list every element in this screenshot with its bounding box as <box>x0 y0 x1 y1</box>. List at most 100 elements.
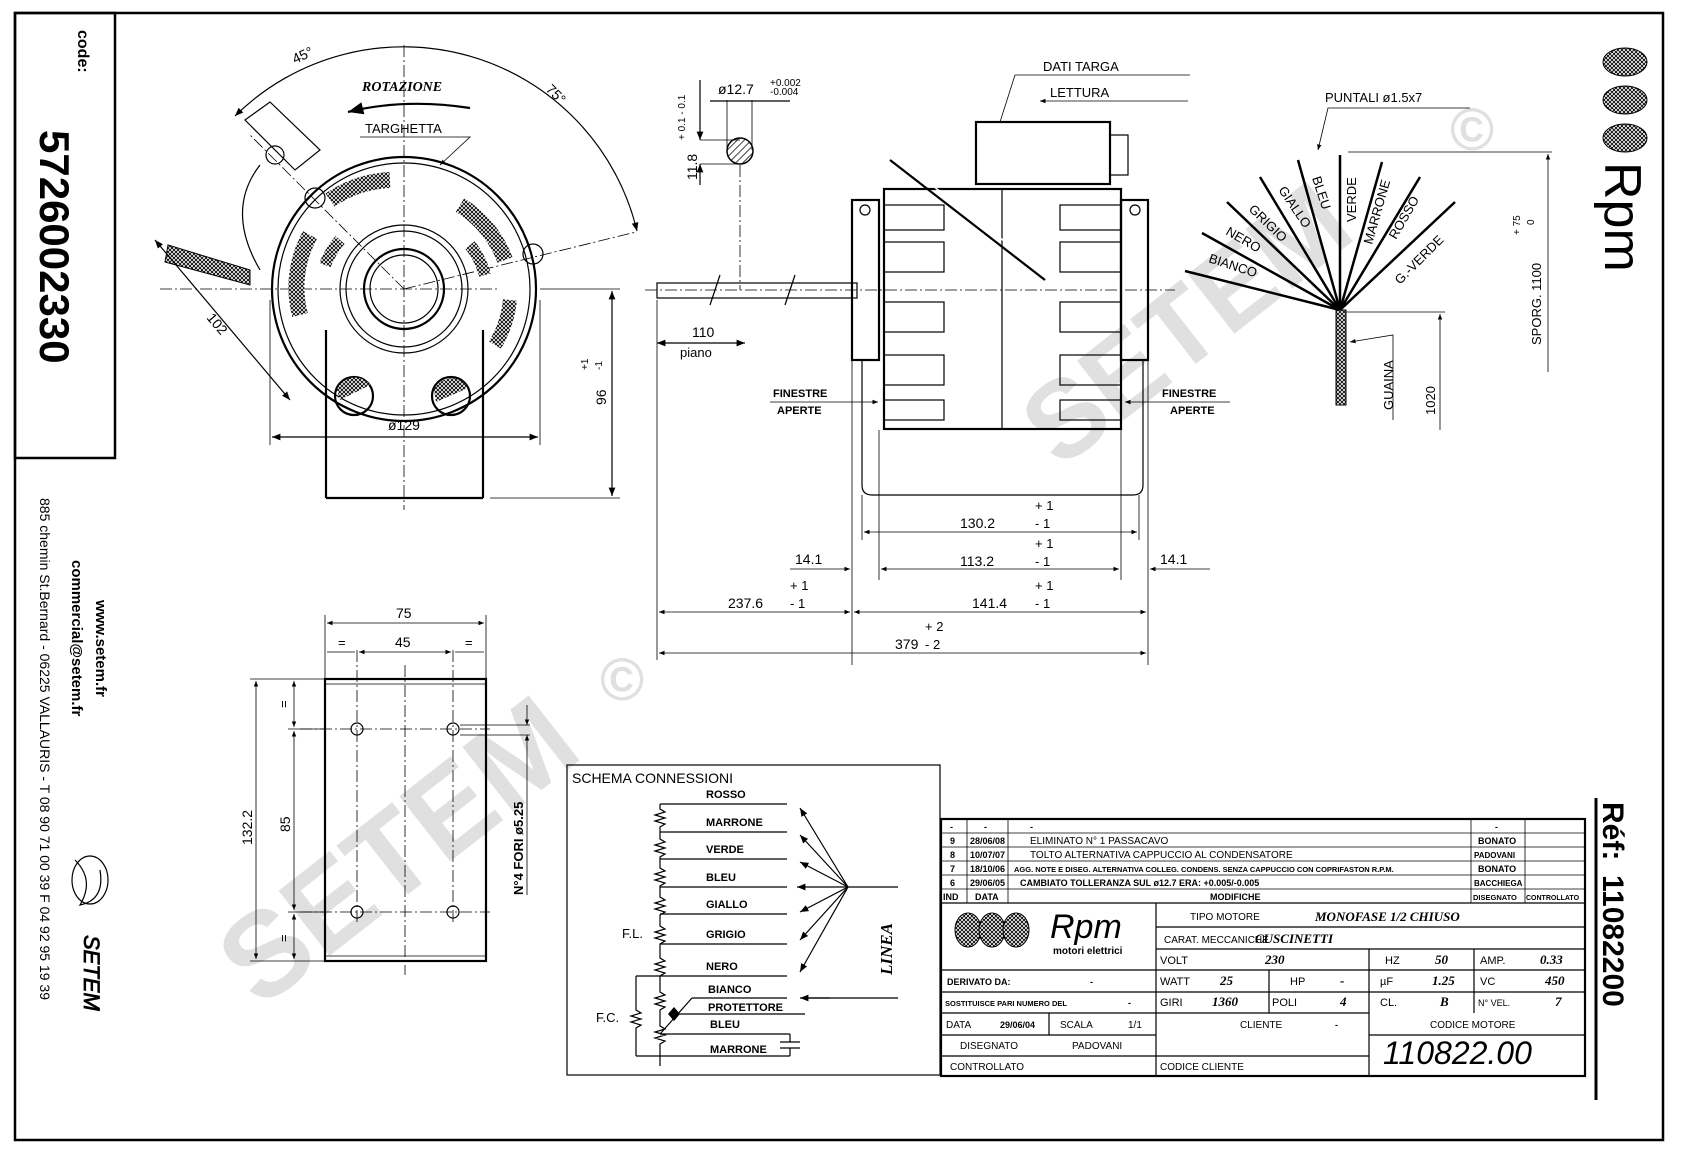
svg-text:230: 230 <box>1264 952 1285 967</box>
connection-diagram: SCHEMA CONNESSIONI ROSSO MARRONE VE <box>566 764 941 1076</box>
svg-text:©: © <box>1450 96 1494 163</box>
svg-text:50: 50 <box>1435 952 1449 967</box>
sheath-label: GUAINA <box>1381 360 1396 410</box>
protrusion-label: SPORG. 1100 <box>1529 263 1544 345</box>
schema-protector-wire: BLEU <box>710 1019 740 1031</box>
angle-left: 45° <box>290 43 316 66</box>
schema-wire-marrone: MARRONE <box>706 817 763 829</box>
dim-237-tol-plus: + 1 <box>790 578 808 593</box>
protrusion-tol-plus: + 75 <box>1512 215 1523 235</box>
svg-text:CL.: CL. <box>1380 997 1397 1009</box>
schema-line: LINEA <box>877 923 896 976</box>
drawing-info: DERIVATO DA:- SOSTITUISCE PARI NUMERO DE… <box>945 977 1516 1073</box>
svg-text:VOLT: VOLT <box>1160 955 1188 967</box>
svg-text:8: 8 <box>950 850 955 860</box>
svg-text:CODICE CLIENTE: CODICE CLIENTE <box>1160 1062 1244 1073</box>
drawing-border <box>13 11 1665 1142</box>
bracket-height: 132.2 <box>239 810 255 845</box>
svg-text:1.25: 1.25 <box>1432 973 1455 988</box>
svg-text:28/06/08: 28/06/08 <box>970 836 1005 846</box>
dim-14-1-right: 14.1 <box>1160 551 1187 567</box>
title-logo-sub: motori elettrici <box>1053 946 1123 957</box>
schema-wire-rosso: ROSSO <box>706 789 746 801</box>
flat-length: 110 <box>692 324 715 340</box>
schema-fc: F.C. <box>596 1010 619 1025</box>
windows-left-2: APERTE <box>777 405 822 417</box>
schema-wire-bleu: BLEU <box>706 872 736 884</box>
dim-379: 379 <box>895 636 919 652</box>
schema-wire-giallo: GIALLO <box>706 899 748 911</box>
website: www.setem.fr <box>92 599 109 697</box>
svg-text:-: - <box>1090 977 1093 987</box>
svg-text:-: - <box>1495 822 1498 832</box>
reading-label: LETTURA <box>1050 85 1110 100</box>
svg-text:25: 25 <box>1219 973 1234 988</box>
dim-237-tol-minus: - 1 <box>790 596 805 611</box>
protrusion-tol-minus: 0 <box>1526 219 1537 225</box>
svg-text:PADOVANI: PADOVANI <box>1474 851 1515 860</box>
svg-text:©: © <box>600 646 644 713</box>
flat-label: piano <box>680 345 712 360</box>
svg-text:AGG. NOTE E DISEG. ALTERNATIVA: AGG. NOTE E DISEG. ALTERNATIVA COLLEG. C… <box>1014 865 1394 874</box>
svg-text:BONATO: BONATO <box>1478 836 1516 846</box>
angle-right: 75° <box>543 81 569 107</box>
schema-wire-bianco: BIANCO <box>708 984 752 996</box>
svg-text:SETEM: SETEM <box>194 670 602 1030</box>
svg-text:VC: VC <box>1480 976 1495 988</box>
svg-text:CONTROLLATO: CONTROLLATO <box>1526 895 1580 902</box>
watermark: SETEM SETEM © © <box>194 96 1495 1030</box>
equal-mark: = <box>338 635 346 650</box>
schema-protector: PROTETTORE <box>708 1002 783 1014</box>
bracket-hole-spacing: 45 <box>395 634 411 650</box>
windows-right-1: FINESTRE <box>1162 388 1216 400</box>
side-logo: Rpm <box>1593 162 1651 272</box>
shaft-flat: 11.8 <box>684 154 700 180</box>
svg-text:-: - <box>1340 973 1344 988</box>
nameplate-label: DATI TARGA <box>1043 59 1119 74</box>
plate-label: TARGHETTA <box>365 121 442 136</box>
motor-code: 110822.00 <box>1383 1035 1532 1071</box>
svg-text:SCALA: SCALA <box>1060 1020 1093 1031</box>
equal-mark: = <box>276 700 291 708</box>
dim-237-6: 237.6 <box>728 595 763 611</box>
rotation-label: ROTAZIONE <box>361 80 442 95</box>
dim-141-4: 141.4 <box>972 595 1007 611</box>
schema-fl: F.L. <box>622 926 643 941</box>
bracket-hole-height: 85 <box>277 816 293 832</box>
schema-wire-verde: VERDE <box>706 844 744 856</box>
dim-113-tol-minus: - 1 <box>1035 554 1050 569</box>
svg-text:0.33: 0.33 <box>1540 952 1563 967</box>
wire-label-verde: VERDE <box>1344 177 1359 222</box>
dim-113-2: 113.2 <box>960 553 994 569</box>
svg-text:DATA: DATA <box>975 892 999 902</box>
svg-text:ELIMINATO N° 1 PASSACAVO: ELIMINATO N° 1 PASSACAVO <box>1030 836 1169 847</box>
svg-text:450: 450 <box>1544 973 1565 988</box>
svg-text:POLI: POLI <box>1272 997 1297 1009</box>
svg-text:6: 6 <box>950 878 955 888</box>
tips-label: PUNTALI ø1.5x7 <box>1325 90 1422 105</box>
motor-type: MONOFASE 1/2 CHIUSO <box>1314 909 1460 924</box>
svg-text:µF: µF <box>1380 976 1393 988</box>
svg-text:SETEM: SETEM <box>999 159 1373 489</box>
dim-96: 96 <box>593 389 609 405</box>
svg-text:TOLTO ALTERNATIVA CAPPUCCIO AL: TOLTO ALTERNATIVA CAPPUCCIO AL CONDENSAT… <box>1030 850 1293 861</box>
svg-text:9: 9 <box>950 836 955 846</box>
svg-text:SOSTITUISCE PARI NUMERO DEL: SOSTITUISCE PARI NUMERO DEL <box>945 999 1067 1008</box>
svg-text:AMP.: AMP. <box>1480 955 1505 967</box>
shaft-diameter: ø12.7 <box>718 81 754 97</box>
side-view: 110 piano DATI TARGA LETTURA FINESTRE AP… <box>645 59 1230 665</box>
equal-mark: = <box>465 635 473 650</box>
lead-wires: BIANCO NERO GRIGIO GIALLO BLEU VERDE MAR… <box>1184 90 1552 430</box>
mech: CUSCINETTI <box>1255 931 1334 946</box>
front-view: 45° 75° ROTAZIONE TARGHETTA 1 <box>154 43 639 510</box>
svg-text:GIRI: GIRI <box>1160 997 1183 1009</box>
svg-text:IND: IND <box>943 892 959 902</box>
reference-label: Réf: <box>1596 802 1629 860</box>
address: 885 chemin St.Bernard - 06225 VALLAURIS … <box>37 498 53 1000</box>
dim-113-tol-plus: + 1 <box>1035 536 1053 551</box>
dim-96-tol-minus: -1 <box>594 361 605 370</box>
